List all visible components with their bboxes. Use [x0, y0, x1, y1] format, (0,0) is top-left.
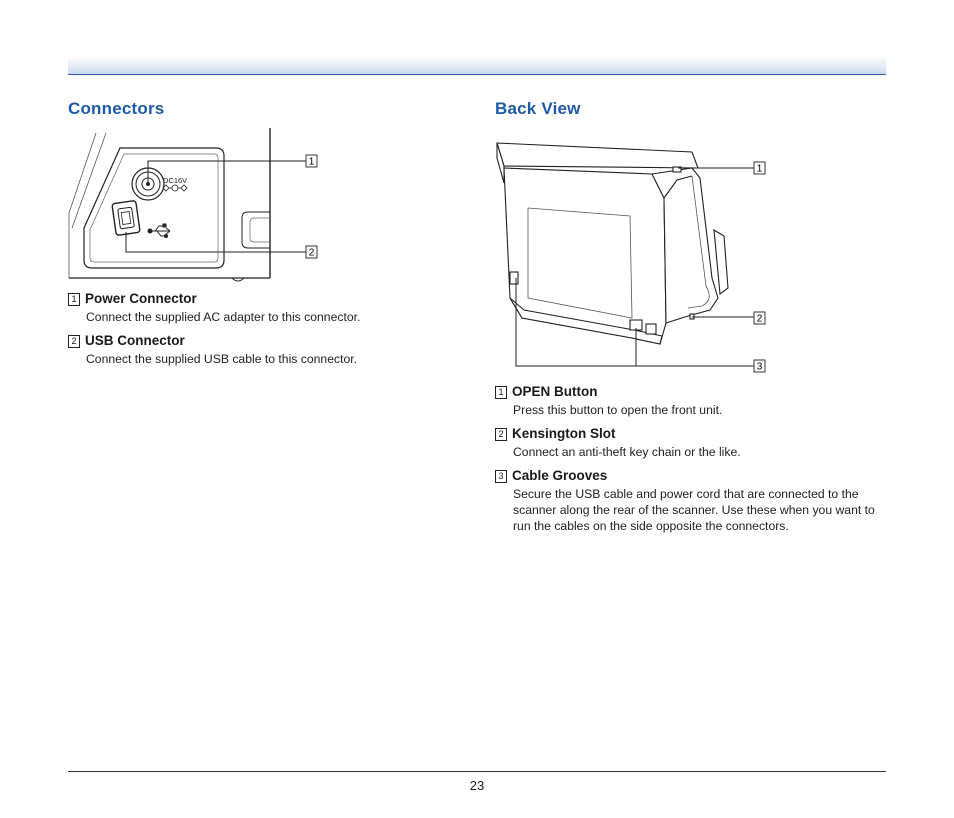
- item-name: OPEN Button: [512, 384, 598, 399]
- header-band: [68, 56, 886, 75]
- back-view-figure: 1 2 3: [496, 142, 766, 373]
- item-description: Connect an anti-theft key chain or the l…: [513, 445, 741, 459]
- svg-text:1: 1: [757, 164, 763, 175]
- item-name: Kensington Slot: [512, 426, 616, 441]
- svg-text:3: 3: [757, 362, 763, 373]
- connector-item: 2 USB Connector Connect the supplied USB…: [68, 333, 448, 367]
- callout-box-2: 2: [753, 311, 766, 325]
- power-rating-label: DC16V: [163, 176, 187, 185]
- svg-text:2: 2: [757, 314, 763, 325]
- callout-box-2: 2: [305, 245, 318, 259]
- item-number: 3: [495, 469, 507, 483]
- item-description: Press this button to open the front unit…: [513, 403, 723, 417]
- back-view-item: 1 OPEN Button Press this button to open …: [495, 384, 887, 418]
- page-number: 23: [469, 778, 485, 793]
- body-edge-line: [68, 132, 97, 214]
- callout-line-1: [147, 160, 306, 184]
- connector-item: 1 Power Connector Connect the supplied A…: [68, 291, 448, 325]
- callout-line-2: [125, 232, 306, 253]
- item-name: Power Connector: [85, 291, 197, 306]
- connectors-heading: Connectors: [68, 99, 165, 118]
- item-description: Connect the supplied AC adapter to this …: [86, 310, 361, 324]
- svg-text:1: 1: [309, 157, 315, 168]
- connectors-figure: DC16V 1 2: [68, 128, 318, 282]
- item-name: USB Connector: [85, 333, 185, 348]
- item-name: Cable Grooves: [512, 468, 608, 483]
- connector-panel-inner: [89, 153, 219, 263]
- power-polarity-icon: [162, 184, 188, 192]
- side-notch: [241, 211, 270, 249]
- foot: [231, 277, 245, 282]
- item-number: 2: [68, 334, 80, 348]
- item-description: Connect the supplied USB cable to this c…: [86, 352, 357, 366]
- side-notch-inner: [249, 217, 270, 243]
- footer-rule: [68, 771, 886, 772]
- body-edge-line: [71, 132, 107, 229]
- back-view-item: 2 Kensington Slot Connect an anti-theft …: [495, 426, 887, 460]
- callout-line-3: [515, 278, 754, 367]
- usb-connector: [111, 200, 141, 236]
- item-number: 2: [495, 427, 507, 441]
- item-number: 1: [495, 385, 507, 399]
- item-number: 1: [68, 292, 80, 306]
- callout-box-1: 1: [753, 161, 766, 175]
- item-description: Secure the USB cable and power cord that…: [513, 487, 875, 533]
- callout-box-1: 1: [305, 154, 318, 168]
- scanner-back-illustration: [496, 142, 729, 345]
- callout-box-3: 3: [753, 359, 766, 373]
- back-view-item: 3 Cable Grooves Secure the USB cable and…: [495, 468, 887, 534]
- svg-text:2: 2: [309, 248, 315, 259]
- connector-panel: [83, 147, 225, 269]
- back-view-heading: Back View: [495, 99, 581, 118]
- usb-icon: [147, 223, 171, 238]
